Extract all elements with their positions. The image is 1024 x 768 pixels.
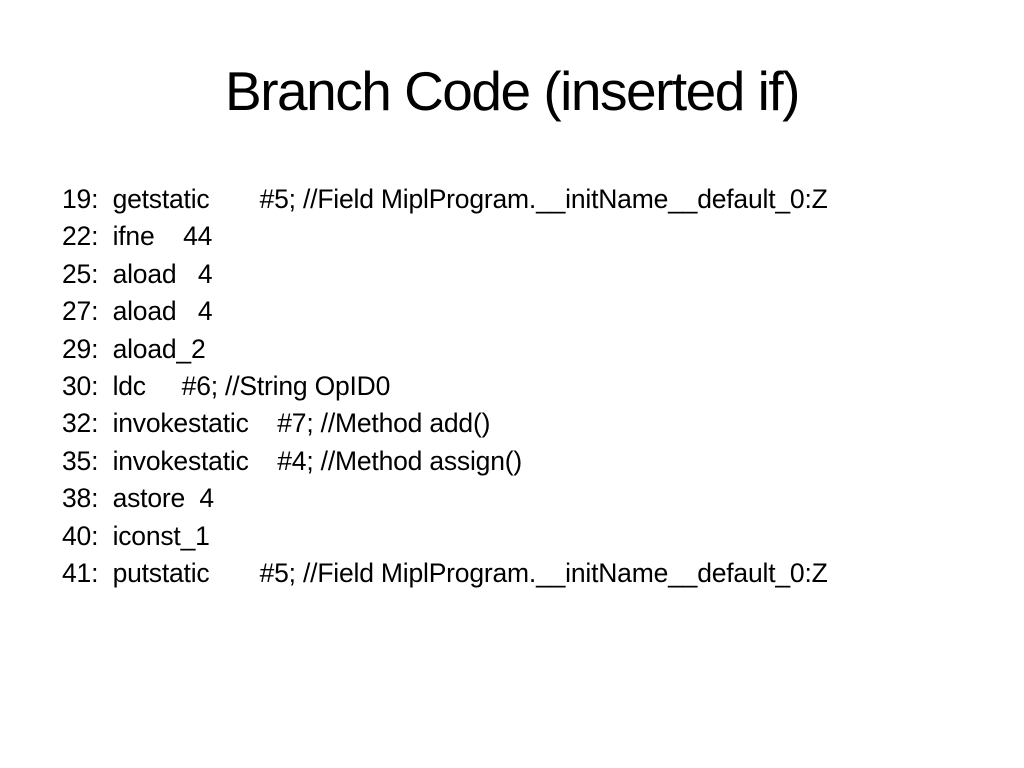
bytecode-line: 40: iconst_1	[62, 520, 210, 551]
slide-title: Branch Code (inserted if)	[225, 60, 800, 122]
bytecode-line: 41: putstatic #5; //Field MiplProgram.__…	[62, 558, 828, 589]
bytecode-line: 38: astore 4	[62, 483, 214, 514]
bytecode-listing: 19: getstatic #5; //Field MiplProgram.__…	[62, 181, 1004, 592]
bytecode-line: 29: aload_2	[62, 333, 206, 364]
bytecode-line: 19: getstatic #5; //Field MiplProgram.__…	[62, 184, 828, 214]
bytecode-line: 25: aload 4	[62, 258, 213, 289]
bytecode-line: 32: invokestatic #7; //Method add()	[62, 408, 491, 439]
bytecode-line: 35: invokestatic #4; //Method assign()	[62, 445, 522, 476]
bytecode-line: 30: ldc #6; //String OpID0	[62, 371, 391, 402]
bytecode-line: 27: aload 4	[62, 296, 213, 327]
bytecode-line: 22: ifne 44	[62, 221, 213, 252]
